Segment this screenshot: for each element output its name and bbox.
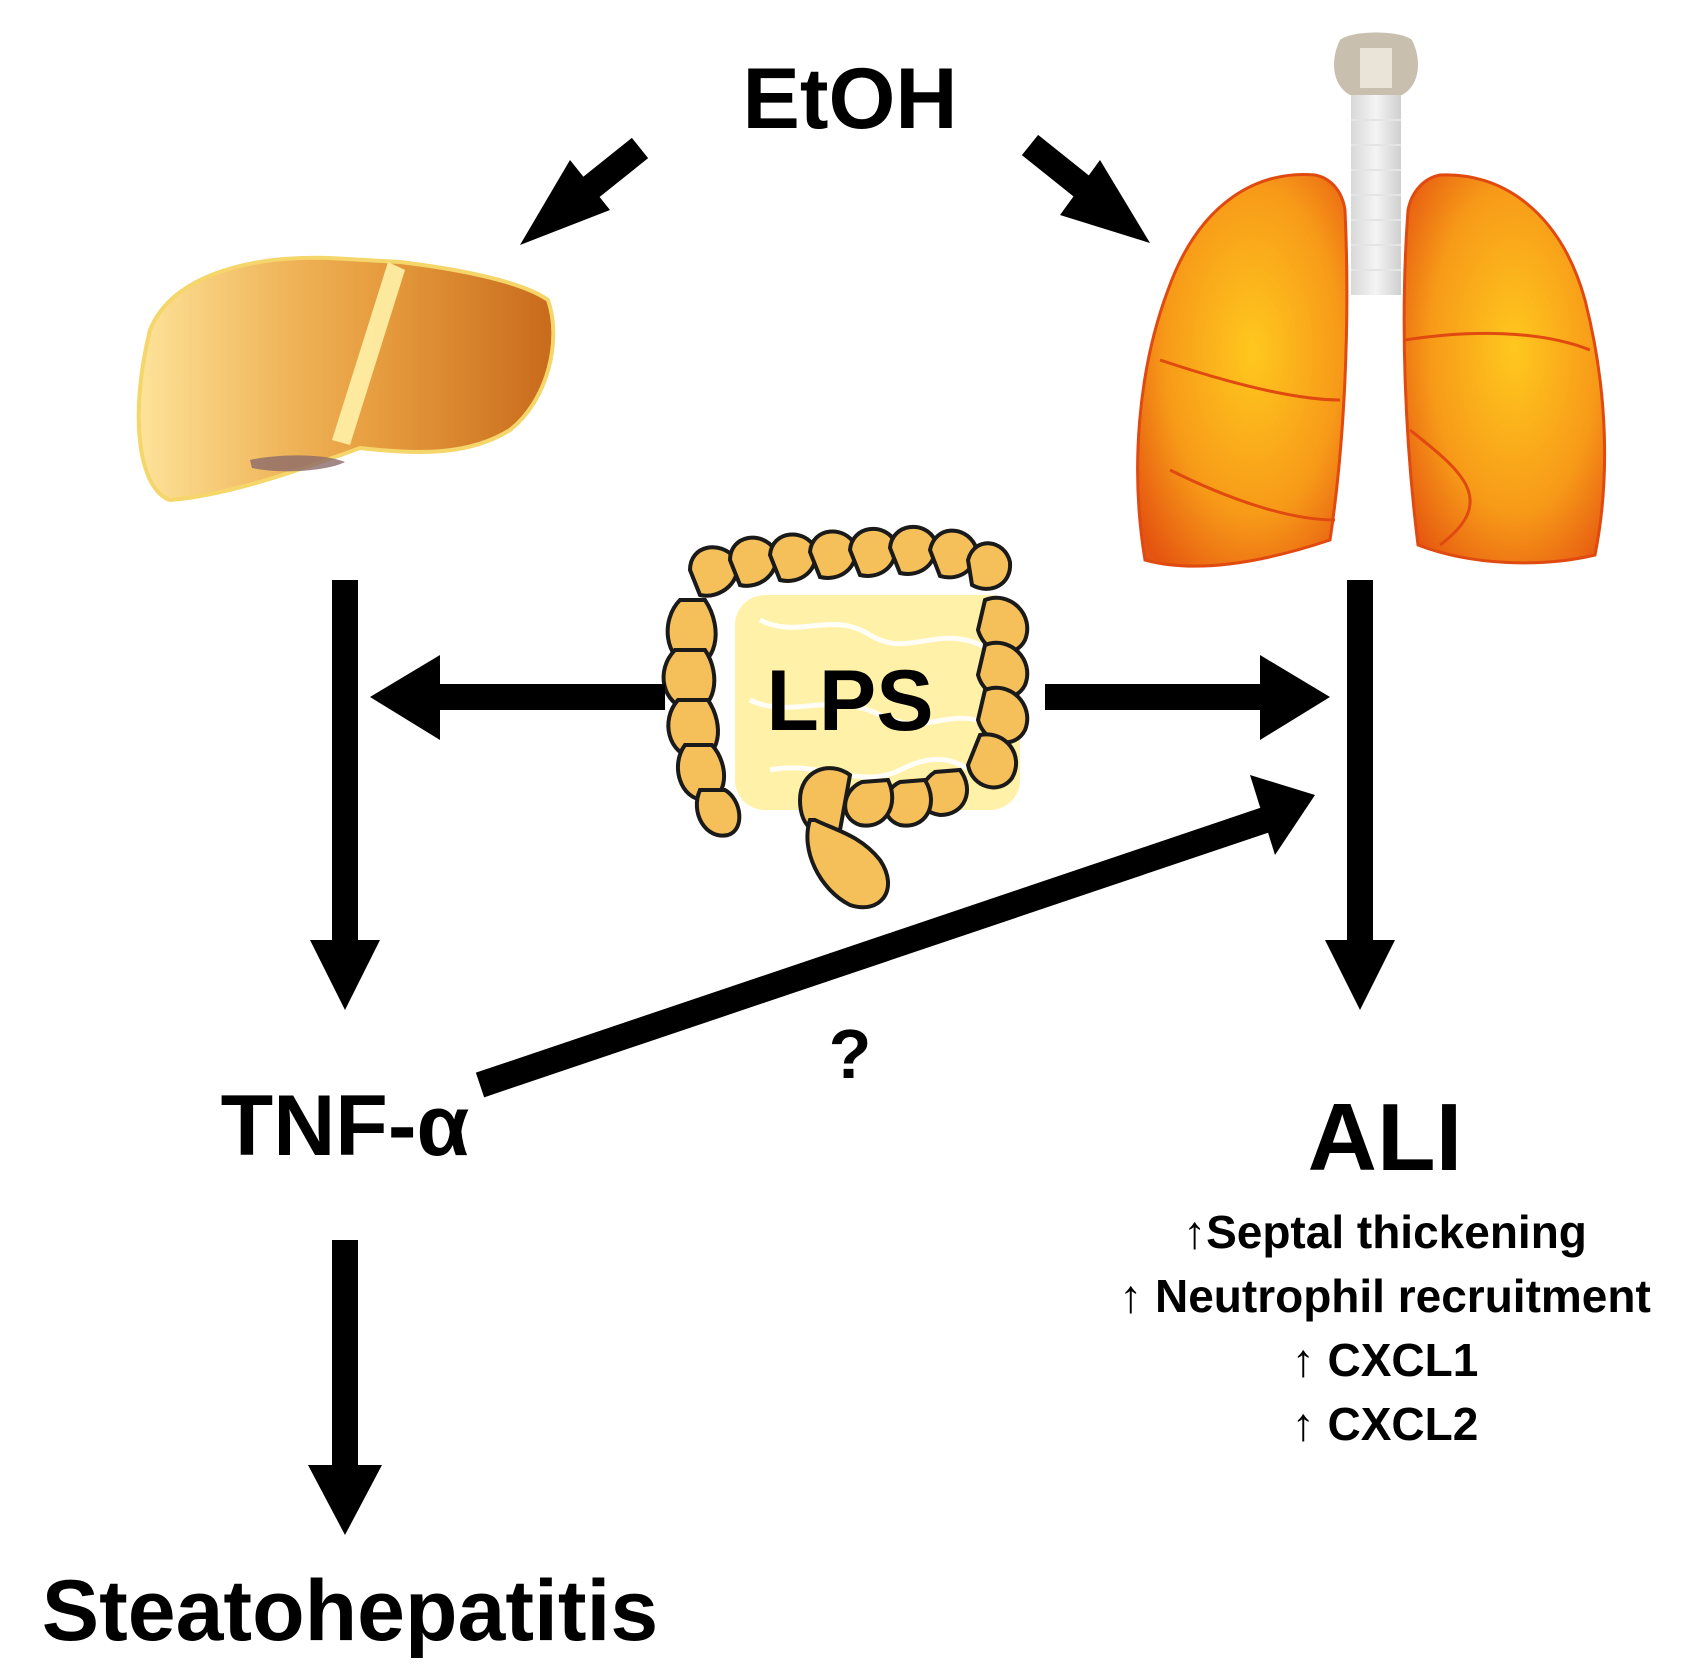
ali-effect-septal: ↑Septal thickening <box>1183 1206 1587 1258</box>
arrow-etoh-to-lungs <box>1021 134 1150 243</box>
arrow-lps-to-liver <box>370 655 665 740</box>
intestine-icon <box>661 524 1030 910</box>
tnf-alpha-label: TNF-α <box>221 1078 470 1174</box>
arrow-etoh-to-liver <box>520 137 649 245</box>
ali-label: ALI <box>1308 1084 1463 1191</box>
ali-effect-cxcl2: ↑ CXCL2 <box>1292 1398 1479 1450</box>
arrow-tnf-to-ali <box>475 775 1315 1098</box>
etoh-label: EtOH <box>743 51 958 147</box>
liver-icon <box>136 255 556 503</box>
arrow-lps-to-lungs <box>1045 655 1330 740</box>
steatohepatitis-label: Steatohepatitis <box>42 1563 658 1659</box>
ali-effect-neutrophil: ↑ Neutrophil recruitment <box>1119 1270 1651 1322</box>
arrow-liver-to-tnf <box>310 580 380 1010</box>
arrow-lungs-to-ali <box>1325 580 1395 1010</box>
ali-effect-cxcl1: ↑ CXCL1 <box>1292 1334 1479 1386</box>
lps-label: LPS <box>766 653 933 749</box>
lungs-icon <box>1136 32 1607 568</box>
unknown-link-label: ? <box>829 1015 872 1093</box>
arrow-tnf-to-steatohepatitis <box>308 1240 382 1535</box>
